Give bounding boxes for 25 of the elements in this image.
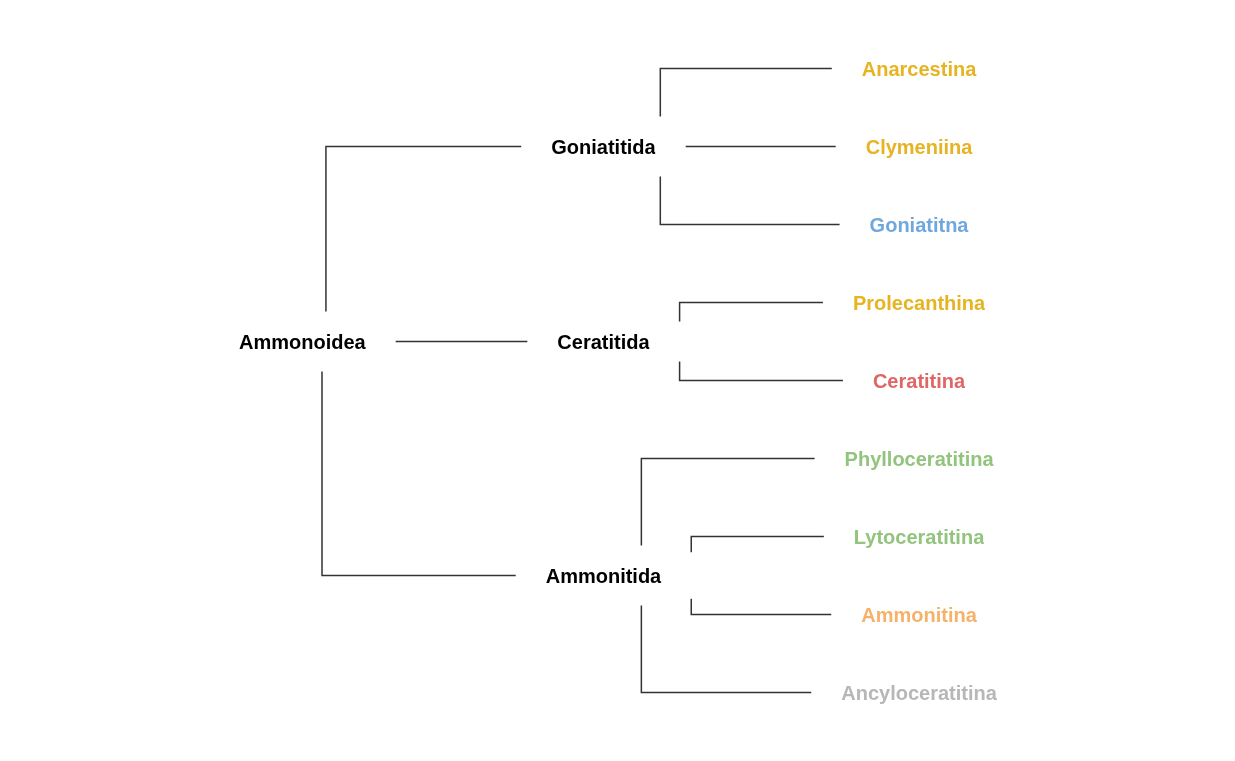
node-text: Ammonitina <box>860 603 977 626</box>
connector <box>684 145 836 148</box>
node-text: Goniatitida <box>550 135 656 158</box>
connector <box>640 604 812 694</box>
node-text: Phylloceratitina <box>844 447 994 470</box>
node-text: Ancyloceratitina <box>840 681 997 704</box>
connector <box>324 145 522 313</box>
connector <box>640 457 815 547</box>
node-text: Anarcestina <box>861 57 976 80</box>
node-text: Ammonoidea <box>238 330 366 353</box>
connector <box>678 301 824 323</box>
node-text: Ammonitida <box>545 564 661 587</box>
node-text: Ceratitida <box>556 330 650 353</box>
node-text: Ceratitina <box>872 369 965 392</box>
node-text: Lytoceratitina <box>853 525 984 548</box>
node-text: Prolecanthina <box>852 291 985 314</box>
connector <box>659 67 833 118</box>
connector <box>690 535 825 554</box>
node-text: Goniatitna <box>869 213 969 236</box>
connector <box>394 340 528 343</box>
connector <box>659 175 840 226</box>
node-text: Clymeniina <box>865 135 972 158</box>
connector <box>678 360 844 382</box>
connector <box>320 370 516 577</box>
connector <box>690 597 832 616</box>
